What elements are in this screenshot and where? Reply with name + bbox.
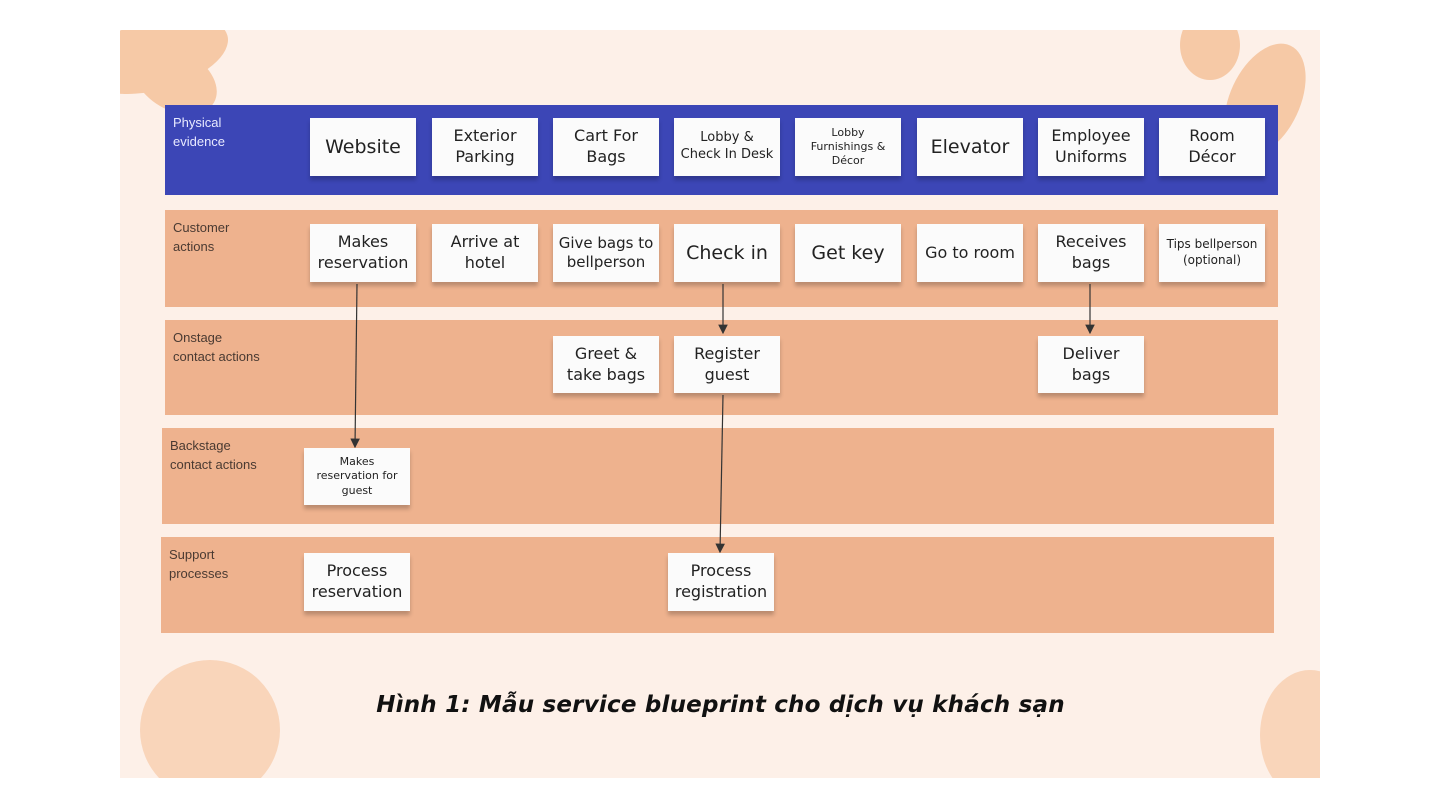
lane-label: Onstage contact actions xyxy=(173,330,260,364)
lane-label: Physical evidence xyxy=(173,115,226,149)
blueprint-card: Employee Uniforms xyxy=(1038,118,1144,176)
blueprint-card: Go to room xyxy=(917,224,1023,282)
blueprint-card: Deliver bags xyxy=(1038,336,1144,393)
blueprint-card: Receives bags xyxy=(1038,224,1144,282)
blueprint-card: Get key xyxy=(795,224,901,282)
blueprint-card: Lobby & Check In Desk xyxy=(674,118,780,176)
blueprint-card: Makes reservation xyxy=(310,224,416,282)
figure-caption: Hình 1: Mẫu service blueprint cho dịch v… xyxy=(376,692,1065,718)
blueprint-card: Room Décor xyxy=(1159,118,1265,176)
blueprint-card: Give bags to bellperson xyxy=(553,224,659,282)
blueprint-card: Check in xyxy=(674,224,780,282)
blueprint-card: Arrive at hotel xyxy=(432,224,538,282)
blueprint-card: Tips bellperson (optional) xyxy=(1159,224,1265,282)
blueprint-card: Elevator xyxy=(917,118,1023,176)
lane-label: Backstage contact actions xyxy=(170,438,257,472)
blueprint-card: Process registration xyxy=(668,553,774,611)
decorative-blob xyxy=(140,660,280,778)
lane-label: Support processes xyxy=(169,547,229,581)
lane-label: Customer actions xyxy=(173,220,230,254)
blueprint-card: Lobby Furnishings & Décor xyxy=(795,118,901,176)
blueprint-card: Process reservation xyxy=(304,553,410,611)
blueprint-card: Website xyxy=(310,118,416,176)
blueprint-card: Cart For Bags xyxy=(553,118,659,176)
blueprint-card: Makes reservation for guest xyxy=(304,448,410,505)
blueprint-card: Register guest xyxy=(674,336,780,393)
arrow-reservation-to-backstage xyxy=(350,283,360,449)
blueprint-card: Exterior Parking xyxy=(432,118,538,176)
arrow-register-to-registration xyxy=(715,394,725,554)
blueprint-card: Greet & take bags xyxy=(553,336,659,393)
